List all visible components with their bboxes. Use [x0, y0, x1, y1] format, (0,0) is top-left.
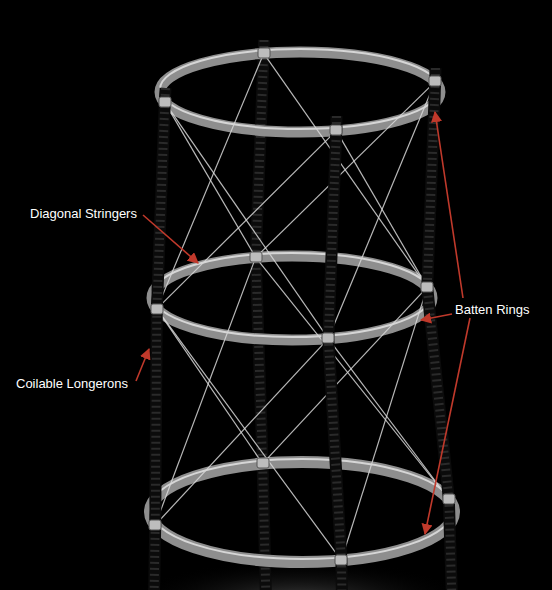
batten-rings — [150, 49, 454, 562]
longeron-back — [256, 40, 266, 590]
longerons-front — [154, 68, 452, 590]
diagonal-stringers — [155, 53, 449, 560]
part-label: Coilable Longerons — [16, 376, 128, 391]
label-box: Diagonal Stringers — [30, 204, 137, 222]
label-box: Batten Rings — [455, 300, 529, 318]
part-label: Batten Rings — [455, 302, 529, 317]
ring-brackets — [149, 48, 455, 565]
leader-lines — [136, 112, 470, 534]
part-label: Diagonal Stringers — [30, 206, 137, 221]
label-box: Coilable Longerons — [16, 374, 128, 392]
